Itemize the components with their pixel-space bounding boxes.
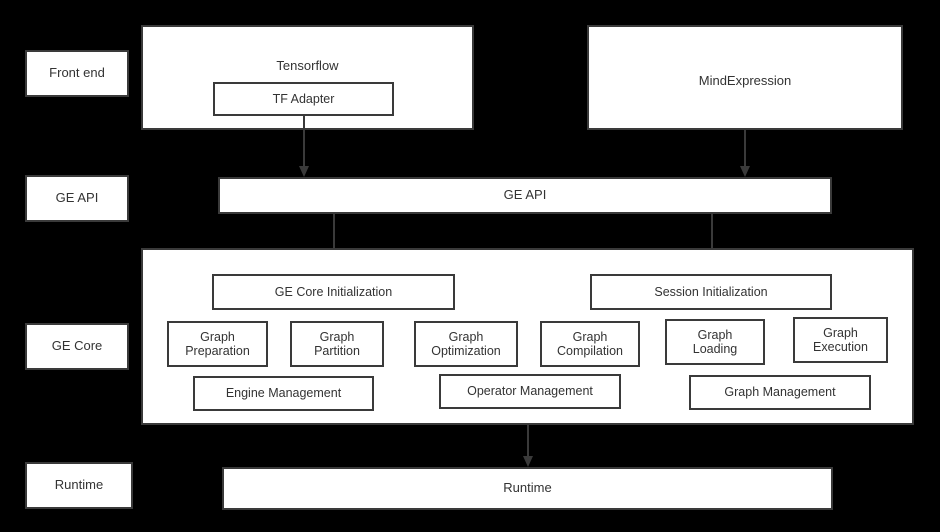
graph-optimization-box: Graph Optimization bbox=[414, 321, 518, 367]
graph-partition-box: Graph Partition bbox=[290, 321, 384, 367]
mindexpression-frame: MindExpression bbox=[587, 25, 903, 130]
layer-label-ge-api: GE API bbox=[25, 175, 129, 222]
graph-execution-box: Graph Execution bbox=[793, 317, 888, 363]
layer-label-runtime: Runtime bbox=[25, 462, 133, 509]
graph-compilation-box: Graph Compilation bbox=[540, 321, 640, 367]
graph-preparation-box: Graph Preparation bbox=[167, 321, 268, 367]
layer-label-ge-core: GE Core bbox=[25, 323, 129, 370]
runtime-bar: Runtime bbox=[222, 467, 833, 510]
tensorflow-title: Tensorflow bbox=[276, 58, 339, 73]
ge-core-initialization-box: GE Core Initialization bbox=[212, 274, 455, 310]
operator-management-box: Operator Management bbox=[439, 374, 621, 409]
graph-loading-box: Graph Loading bbox=[665, 319, 765, 365]
ge-api-bar: GE API bbox=[218, 177, 832, 214]
layer-label-front-end: Front end bbox=[25, 50, 129, 97]
mindexpression-title: MindExpression bbox=[698, 73, 792, 88]
session-initialization-box: Session Initialization bbox=[590, 274, 832, 310]
engine-management-box: Engine Management bbox=[193, 376, 374, 411]
graph-management-box: Graph Management bbox=[689, 375, 871, 410]
tf-adapter-box: TF Adapter bbox=[213, 82, 394, 116]
